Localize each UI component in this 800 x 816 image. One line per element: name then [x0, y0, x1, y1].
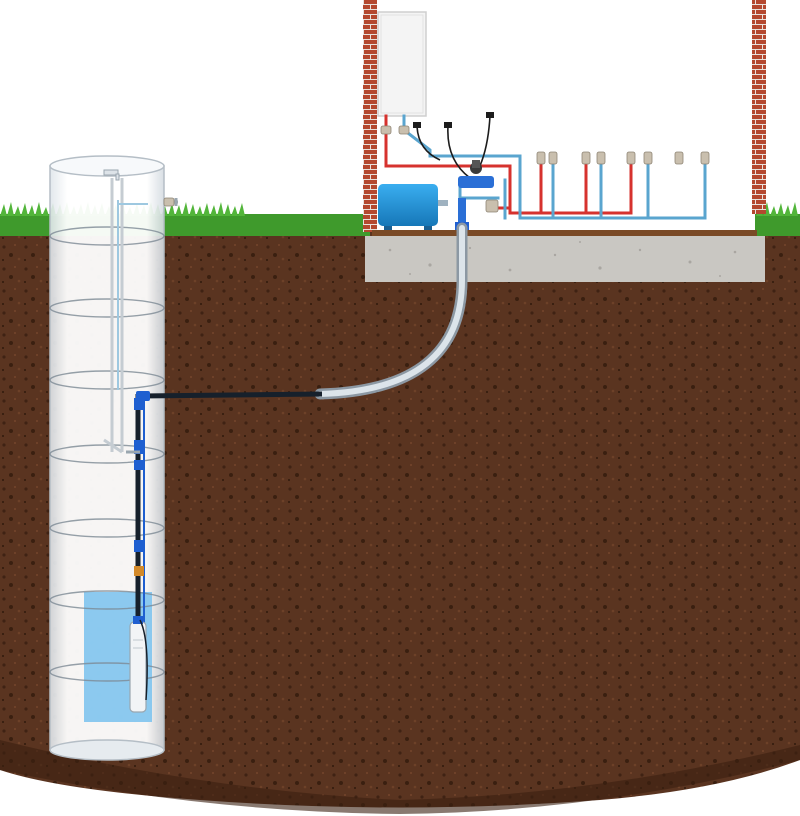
brick-wall-right [752, 0, 766, 214]
faucet-icon [163, 197, 175, 207]
casing-rings [49, 226, 165, 682]
faucet-icons [380, 125, 710, 165]
well-guide-rods-light [117, 200, 148, 390]
main-supply-line [126, 391, 323, 454]
soil [0, 230, 800, 808]
brick-wall-left [363, 0, 377, 232]
electrical-sockets [413, 112, 494, 128]
concrete-foundation [365, 236, 765, 282]
submersible-pump-icon [129, 616, 148, 713]
faucet-icon [626, 151, 636, 165]
floor-board [372, 230, 757, 236]
boiler-icon [377, 11, 427, 117]
faucet-icon [581, 151, 591, 165]
soil-shadow [0, 740, 800, 814]
faucet-icon [674, 151, 684, 165]
faucet-icon [536, 151, 546, 165]
concrete-texture [388, 241, 737, 277]
pressure-switch-icon [458, 160, 499, 213]
riser-pipe [134, 394, 145, 640]
pressure-tank-icon [378, 184, 448, 230]
faucet-icon [548, 151, 558, 165]
faucet-icon [596, 151, 606, 165]
faucet-icon [643, 151, 653, 165]
valve-icon [380, 125, 392, 135]
well-guide-rods [103, 178, 124, 454]
faucet-icon [700, 151, 710, 165]
valve-icon [398, 125, 410, 135]
